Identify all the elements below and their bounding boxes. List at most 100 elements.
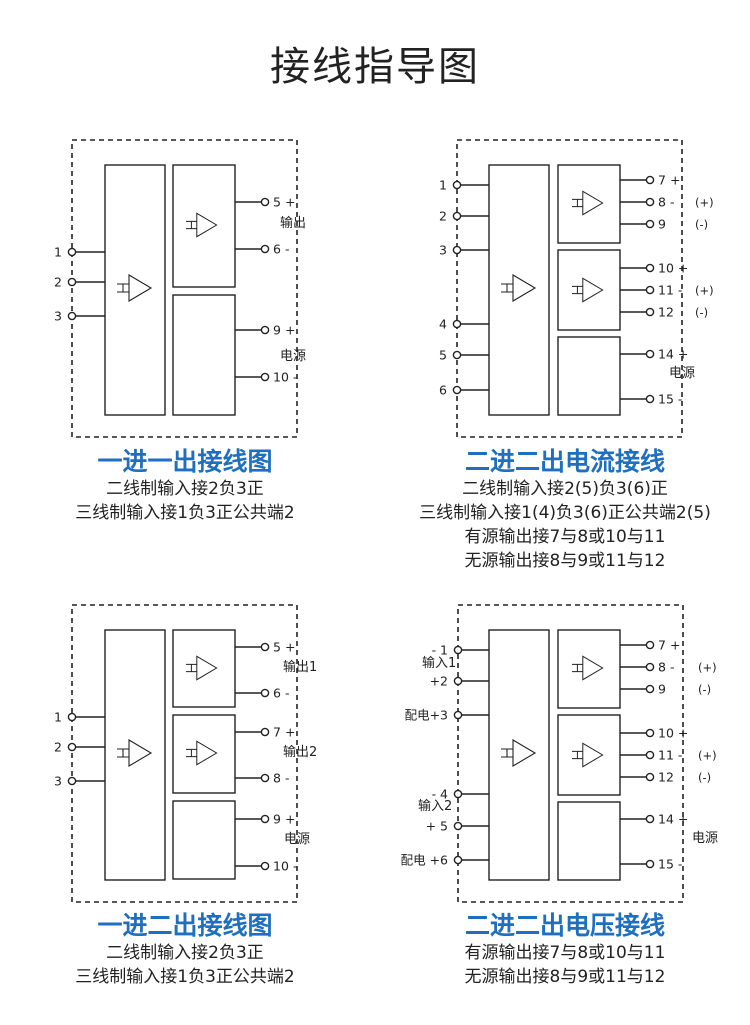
input-module-block [104, 164, 166, 416]
terminal-sign: + [678, 812, 688, 827]
amplifier-input-lines [117, 283, 129, 293]
amplifier-icon [185, 655, 218, 681]
amplifier-input-lines [185, 663, 197, 673]
terminal-icon [67, 712, 77, 722]
output-terminal-label: 11- [658, 748, 682, 763]
terminal-icon [645, 640, 655, 650]
input-terminal-label: 2 [54, 740, 62, 755]
terminal-icon [645, 814, 655, 824]
amplifier-input-lines [571, 285, 583, 295]
output-module-block [172, 629, 236, 708]
amplifier-icon [571, 742, 604, 768]
output-terminal-label: 12 [658, 770, 674, 785]
polarity-label: (+) [695, 196, 714, 210]
output-terminal-label: 7+ [658, 638, 680, 653]
amplifier-triangle [128, 274, 153, 302]
terminal-group-note: 电源 [284, 832, 310, 847]
amplifier-input-lines [185, 748, 197, 758]
output-module-block [557, 164, 621, 244]
output-terminal-label: 6- [273, 686, 289, 701]
input-terminal-label: 3 [54, 774, 62, 789]
input-terminal-label: + 5 [426, 819, 448, 834]
terminal-icon [645, 728, 655, 738]
terminal-sign: + [285, 725, 295, 740]
output-module-block [557, 714, 621, 796]
instruction-line: 无源输出接8与9或11与12 [464, 967, 666, 987]
input-terminal-label: 2 [439, 209, 447, 224]
output-terminal-label: 5+ [273, 195, 295, 210]
amplifier-triangle [128, 739, 153, 767]
terminal-icon [453, 710, 463, 720]
terminal-sign: + [285, 323, 295, 338]
amplifier-icon [117, 274, 153, 302]
terminal-icon [453, 821, 463, 831]
instruction-line: 无源输出接8与9或11与12 [464, 551, 666, 571]
caption-1in-2out: 一进二出接线图 二线制输入接2负3正 三线制输入接1负3正公共端2 [20, 911, 350, 989]
terminal-icon [260, 688, 270, 698]
terminal-icon [452, 385, 462, 395]
input-terminal-label: 配电+3 [405, 708, 448, 723]
input-module-block [104, 629, 166, 881]
terminal-icon [452, 245, 462, 255]
amplifier-input-lines [571, 750, 583, 760]
input-module-block [488, 164, 550, 416]
terminal-sign: - [678, 392, 683, 407]
diagram-title: 二进二出电流接线 [464, 447, 665, 476]
amplifier-icon [185, 212, 218, 238]
output-terminal-label: 15- [658, 857, 682, 872]
terminal-icon [645, 662, 655, 672]
terminal-sign: - [670, 195, 675, 210]
output-terminal-label: 10- [273, 859, 297, 874]
terminal-icon [453, 855, 463, 865]
amplifier-input-lines [571, 198, 583, 208]
output-terminal-label: 7+ [273, 725, 295, 740]
amplifier-icon [117, 739, 153, 767]
dashed-enclosure [71, 139, 298, 438]
output-terminal-label: 15- [658, 392, 682, 407]
amplifier-icon [501, 274, 537, 302]
terminal-icon [452, 211, 462, 221]
terminal-icon [645, 175, 655, 185]
terminal-group-note: 输入1 [422, 655, 456, 671]
output-terminal-label: 9+ [273, 323, 295, 338]
terminal-group-note: 电源 [280, 349, 306, 364]
output-terminal-label: 9 [658, 217, 666, 232]
dashed-enclosure [457, 604, 684, 903]
terminal-sign: - [285, 686, 290, 701]
diagram-title: 一进一出接线图 [97, 447, 273, 476]
terminal-sign: + [678, 347, 688, 362]
polarity-label: (+) [695, 284, 714, 298]
output-module-block [172, 294, 236, 416]
instruction-line: 三线制输入接1负3正公共端2 [75, 967, 295, 987]
terminal-group-note: 电源 [669, 366, 695, 381]
terminal-icon [260, 642, 270, 652]
instruction-line: 二线制输入接2(5)负3(6)正 [462, 479, 668, 499]
input-terminal-label: 1 [54, 245, 62, 260]
output-terminal-label: 9 [658, 682, 666, 697]
input-terminal-label: 2 [54, 275, 62, 290]
terminal-sign: + [285, 195, 295, 210]
amplifier-icon [185, 740, 218, 766]
dashed-enclosure [71, 604, 298, 903]
amplifier-input-lines [571, 663, 583, 673]
terminal-icon [452, 350, 462, 360]
output-terminal-label: 14+ [658, 347, 688, 362]
terminal-icon [260, 814, 270, 824]
terminal-icon [453, 676, 463, 686]
amplifier-input-lines [501, 748, 513, 758]
output-terminal-label: 10- [273, 370, 297, 385]
terminal-sign: - [678, 857, 683, 872]
output-module-block [172, 164, 236, 288]
terminal-icon [67, 247, 77, 257]
output-module-block [172, 800, 236, 880]
polarity-label: (-) [698, 683, 711, 697]
amplifier-triangle [512, 274, 537, 302]
terminal-group-note: 输出1 [283, 659, 317, 675]
caption-1in-1out: 一进一出接线图 二线制输入接2负3正 三线制输入接1负3正公共端2 [20, 447, 350, 525]
polarity-label: (+) [698, 661, 717, 675]
dashed-enclosure [456, 139, 683, 438]
terminal-icon [645, 750, 655, 760]
terminal-sign: - [293, 859, 298, 874]
wiring-diagram-2in-2out-voltage: - 1+2配电+3- 4+ 5配电 +67+8-(+)9(-)10+11-(+)… [401, 604, 718, 903]
